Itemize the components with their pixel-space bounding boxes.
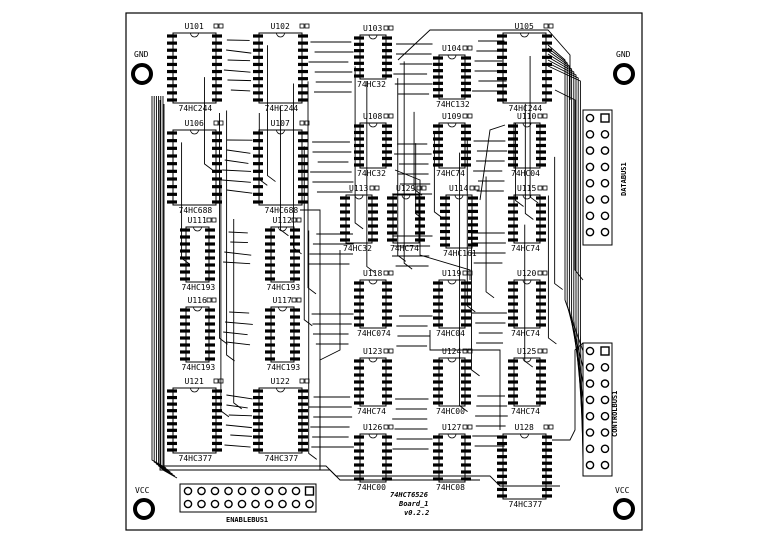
enablebus-label: ENABLEBUS1 <box>226 516 268 524</box>
chip-ref-label: U119 <box>442 269 461 278</box>
gnd-label-right: GND <box>616 50 631 59</box>
chip-ref-label: U104 <box>442 44 461 53</box>
chip-part-label: 74HC193 <box>267 363 301 372</box>
chip-part-label: 74HC377 <box>509 500 543 509</box>
databus-label: DATABUS1 <box>620 162 628 196</box>
chip-ref-label: U118 <box>363 269 382 278</box>
chip-part-label: 74HC377 <box>265 454 299 463</box>
chip-ref-label: U105 <box>515 22 534 31</box>
chip-part-label: 74HC04 <box>436 329 465 338</box>
chip-ref-label: U122 <box>271 377 290 386</box>
chip-part-label: 74HC193 <box>182 363 216 372</box>
chip-part-label: 74HC377 <box>179 454 213 463</box>
chip-part-label: 74HC688 <box>265 206 299 215</box>
gnd-label-left: GND <box>134 50 149 59</box>
chip-part-label: 74HC74 <box>390 244 419 253</box>
vcc-label-right: VCC <box>615 486 630 495</box>
chip-ref-label: U114 <box>449 184 468 193</box>
chip-ref-label: U127 <box>442 423 461 432</box>
chip-part-label: 74HC161 <box>443 249 477 258</box>
chip-part-label: 74HC074 <box>357 329 391 338</box>
chip-part-label: 74HC193 <box>182 283 216 292</box>
chip-part-label: 74HC32 <box>357 80 386 89</box>
chip-part-label: 74HC688 <box>179 206 213 215</box>
chip-part-label: 74HC244 <box>179 104 213 113</box>
chip-part-label: 74HC244 <box>265 104 299 113</box>
chip-ref-label: U117 <box>273 296 292 305</box>
chip-part-label: 74HC00 <box>436 407 465 416</box>
chip-part-label: 74HC00 <box>357 483 386 492</box>
chip-part-label: 74HC04 <box>511 169 540 178</box>
board-subtitle: Board_1 <box>398 500 429 508</box>
chip-ref-label: U128 <box>515 423 534 432</box>
chip-ref-label: U124 <box>442 347 461 356</box>
chip-ref-label: U102 <box>271 22 290 31</box>
chip-ref-label: U107 <box>271 119 290 128</box>
chip-ref-label: U125 <box>517 347 536 356</box>
chip-part-label: 74HC132 <box>436 100 470 109</box>
chip-part-label: 74HC74 <box>511 244 540 253</box>
chip-part-label: 74HC74 <box>511 329 540 338</box>
chip-ref-label: U101 <box>185 22 204 31</box>
chip-ref-label: U121 <box>185 377 204 386</box>
chip-part-label: 74HC193 <box>267 283 301 292</box>
chip-ref-label: U116 <box>188 296 207 305</box>
chip-part-label: 74HC74 <box>357 407 386 416</box>
chip-ref-label: U115 <box>517 184 536 193</box>
chip-part-label: 74HC74 <box>511 407 540 416</box>
controlbus-label: CONTROLBUS1 <box>611 391 619 437</box>
vcc-label-left: VCC <box>135 486 150 495</box>
chip-ref-label: U120 <box>517 269 536 278</box>
chip-part-label: 74HC08 <box>436 483 465 492</box>
board-title: 74HCT6526 <box>390 491 428 499</box>
chip-ref-label: U106 <box>185 119 204 128</box>
chip-ref-label: U129 <box>396 184 415 193</box>
chip-ref-label: U113 <box>349 184 368 193</box>
chip-part-label: 74HC32 <box>343 244 372 253</box>
chip-ref-label: U110 <box>517 112 536 121</box>
chip-ref-label: U108 <box>363 112 382 121</box>
chip-ref-label: U126 <box>363 423 382 432</box>
chip-ref-label: U111 <box>188 216 207 225</box>
chip-ref-label: U112 <box>273 216 292 225</box>
board-version: v0.2.2 <box>404 509 429 517</box>
chip-part-label: 74HC74 <box>436 169 465 178</box>
chip-ref-label: U109 <box>442 112 461 121</box>
chip-ref-label: U123 <box>363 347 382 356</box>
chip-ref-label: U103 <box>363 24 382 33</box>
chip-part-label: 74HC32 <box>357 169 386 178</box>
